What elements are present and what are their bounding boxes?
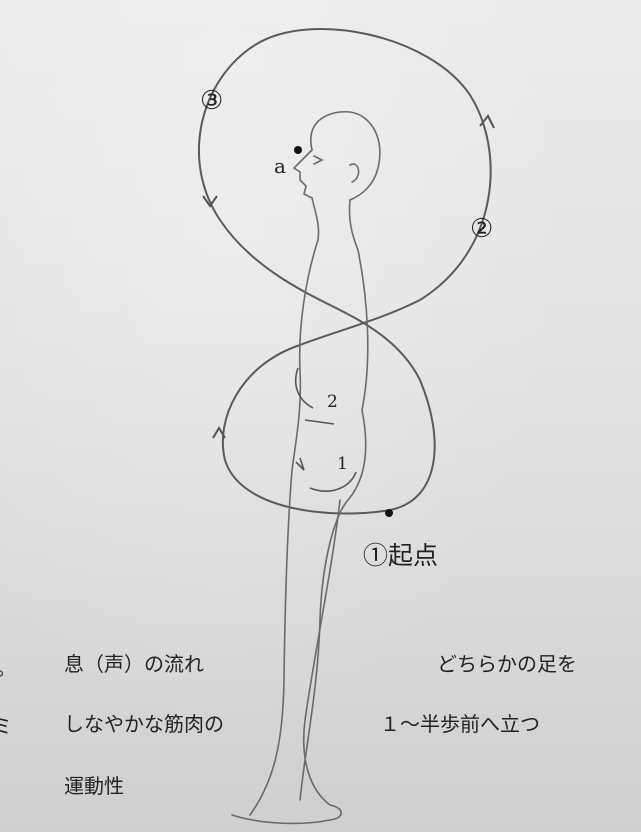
body-front [250,240,318,815]
inner-flow-label-1: 1 [337,454,348,474]
rear-leg-line [304,500,340,805]
edge-fragment-bottom: ミ [0,710,12,739]
crossing-stroke-left [330,305,420,380]
upper-loop [199,29,491,305]
lower-loop [223,345,435,513]
inner-arrow-lower-tip [296,458,304,470]
start-point-label: ①起点 [363,536,438,572]
loop-label-2: ② [470,214,493,244]
head-outline [311,112,380,200]
edge-fragment-top: 。 [0,652,16,681]
inner-arrow-upper [296,368,313,408]
eye-mark [314,156,322,164]
face-profile [294,150,312,198]
feet [232,805,341,823]
human-figure [232,112,380,824]
caption-mobility: 運動性 [64,770,124,799]
start-point-dot [385,509,393,517]
caption-half-step: １～半歩前へ立つ [380,708,540,737]
point-a-label: a [274,154,286,178]
crossing-stroke-right [300,300,420,345]
caption-breath-flow: 息（声）の流れ [64,648,204,677]
ear-shape [350,164,359,182]
neck-back [349,200,358,250]
neck-front [312,198,319,240]
loop-label-3: ③ [200,86,223,116]
caption-supple-muscle: しなやかな筋肉の [64,708,224,737]
point-a-dot [294,146,302,154]
inner-arrow-lower [310,472,356,491]
inner-arrow-mid [305,420,334,424]
inner-flow-label-2: 2 [327,392,338,412]
caption-either-foot: どちらかの足を [437,648,577,677]
